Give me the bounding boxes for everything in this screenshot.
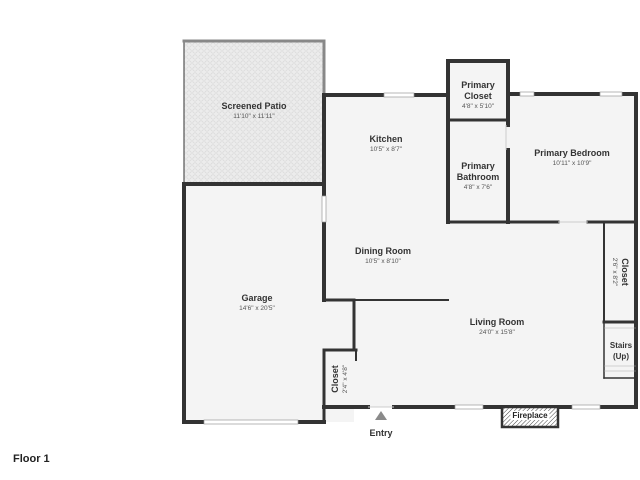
floor-label: Floor 1: [13, 453, 50, 465]
room-name: Screened Patio: [221, 101, 287, 111]
patio-floor: [184, 41, 324, 184]
room-dims: 2'6" x 8'2": [611, 257, 618, 287]
room-primary-closet: Primary Closet 4'8" x 5'10": [461, 80, 495, 111]
room-living-room: Living Room 24'0" x 15'8": [470, 317, 525, 337]
room-name-line1: Primary: [461, 161, 495, 171]
fireplace-label: Fireplace: [510, 411, 550, 420]
room-name: Closet: [620, 258, 630, 286]
stair-treads: [604, 327, 636, 372]
room-garage: Garage 14'6" x 20'5": [239, 293, 275, 313]
room-dims: 11'10" x 11'11": [233, 113, 275, 120]
room-screened-patio: Screened Patio 11'10" x 11'11": [221, 101, 286, 121]
bedroom-floor: [508, 94, 636, 222]
room-dims: 14'6" x 20'5": [239, 305, 275, 312]
primary-closet-floor: [448, 61, 508, 120]
room-name-line1: Primary: [461, 80, 495, 90]
room-closet-left: Closet 2'4" x 4'8": [330, 365, 350, 393]
room-dims: 4'8" x 5'10": [461, 103, 495, 110]
room-dims: 2'4" x 4'8": [342, 364, 349, 394]
primary-bath-floor: [448, 120, 508, 221]
stairs-line1: Stairs: [609, 341, 633, 350]
doors: [368, 125, 588, 408]
room-primary-bedroom: Primary Bedroom 10'11" x 10'9": [534, 148, 610, 168]
stairs-label: Stairs (Up): [610, 340, 632, 362]
room-name: Closet: [330, 365, 340, 393]
room-name: Living Room: [469, 317, 525, 327]
room-dims: 10'5" x 8'7": [369, 146, 403, 153]
room-dims: 10'11" x 10'9": [552, 160, 592, 167]
stairs-line2: (Up): [612, 352, 629, 361]
room-dims: 10'5" x 8'10": [365, 258, 401, 265]
room-name: Primary Bedroom: [534, 148, 610, 158]
closet-left-floor: [324, 350, 356, 407]
room-dims: 24'0" x 15'8": [479, 329, 515, 336]
room-name-line2: Closet: [464, 91, 492, 101]
room-primary-bathroom: Primary Bathroom 4'8" x 7'6": [457, 161, 500, 192]
entry-arrow-icon: [375, 411, 387, 420]
room-dining-room: Dining Room 10'5" x 8'10": [355, 246, 411, 266]
room-name-line2: Bathroom: [456, 172, 500, 182]
room-name: Kitchen: [369, 134, 403, 144]
closet-right-floor: [604, 222, 636, 322]
living-floor: [354, 222, 636, 407]
windows: [203, 91, 623, 425]
room-dims: 4'8" x 7'6": [463, 184, 493, 191]
entry-label: Entry: [369, 428, 393, 438]
room-name: Garage: [241, 293, 273, 303]
room-closet-right: Closet 2'6" x 8'2": [610, 258, 630, 286]
room-name: Dining Room: [355, 246, 411, 256]
room-kitchen: Kitchen 10'5" x 8'7": [369, 134, 402, 154]
